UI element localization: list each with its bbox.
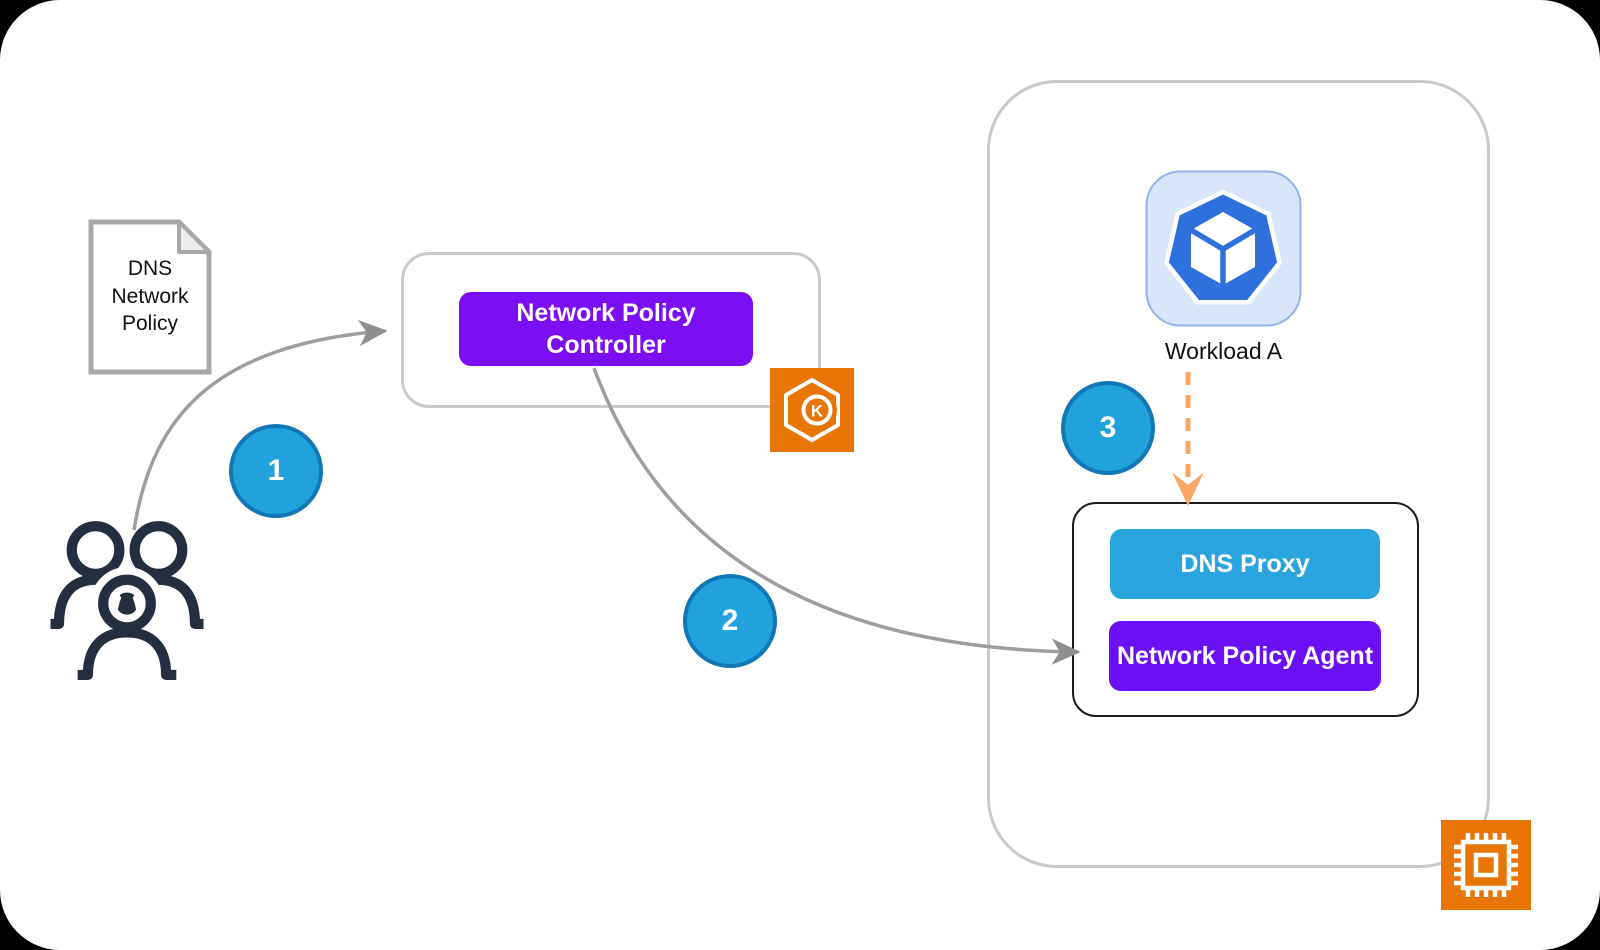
workload-pod-icon [1145,170,1302,327]
eks-letter: K [811,402,824,421]
step-badge-3: 3 [1061,381,1155,475]
arrow-controller-to-agent [592,367,1081,665]
node-group-box [987,80,1490,868]
users-icon [50,521,204,681]
dns-proxy-node: DNS Proxy [1110,529,1380,599]
workload-label: Workload A [1164,338,1283,364]
step-badge-2: 2 [683,574,777,668]
arrow-user-to-controller [132,319,388,531]
dashed-arrowhead [1172,472,1204,506]
policy-document-label: DNS Network Policy [111,257,189,336]
network-policy-controller-node: Network Policy Controller [459,292,753,366]
compute-chip-icon [1441,820,1531,910]
policy-document-icon [88,219,212,375]
step-badge-1: 1 [229,424,323,518]
network-policy-agent-node: Network Policy Agent [1109,621,1381,691]
amazon-eks-icon: K [770,368,854,452]
